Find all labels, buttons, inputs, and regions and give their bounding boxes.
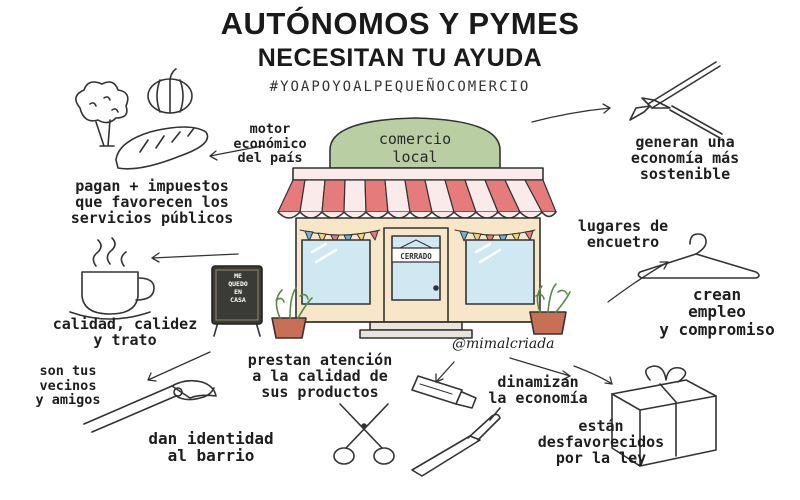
awning-stripes [277, 179, 557, 213]
caption-sostenible: generan una economía más sostenible [630, 133, 740, 184]
door-closed-sign [391, 247, 441, 263]
artist-signature: @mimalcriada [452, 336, 555, 352]
brushes-icon [629, 61, 723, 139]
caption-desfavorecidos: están desfavorecidos por la ley [537, 417, 665, 468]
shop-sign-board [329, 117, 501, 169]
door-glass [391, 235, 441, 301]
razor-icon [411, 407, 501, 477]
bread-icon [115, 126, 209, 170]
shop-step-2 [359, 329, 473, 339]
chalkboard-sign [211, 265, 263, 325]
door-closed-text: CERRADO [400, 252, 432, 261]
shop-step-1 [369, 321, 463, 331]
caption-vecinos: son tus vecinos y amigos [35, 363, 101, 409]
caption-encuentro: lugares de encuetro [577, 217, 669, 252]
hashtag: #YOAPOYOALPEQUEÑOCOMERCIO [269, 79, 531, 95]
caption-identidad: dan identidad al barrio [148, 429, 274, 466]
pliers-icon [83, 379, 217, 433]
hanger-icon [637, 233, 760, 279]
caption-dinamizan: dinamizan la economía [488, 373, 588, 408]
chalkboard-text: ME QUEDO EN CASA [228, 272, 248, 305]
shop-sign-text: comercio local [378, 130, 452, 166]
pumpkin-icon [147, 68, 193, 114]
gift-box-icon [611, 365, 717, 467]
coffee-cup-icon [69, 237, 155, 320]
awning-band [292, 167, 544, 181]
caption-motor: motor económico del país [233, 121, 307, 167]
awning-scallops [277, 211, 557, 219]
caption-impuestos: pagan + impuestos que favorecen los serv… [70, 177, 234, 228]
broccoli-icon [75, 81, 129, 147]
scissors-icon [333, 403, 395, 465]
plant-pot-icon-left [271, 317, 307, 339]
cream-tube-icon [411, 375, 477, 409]
arrows [147, 103, 669, 385]
title-line-2: NECESITAN TU AYUDA [257, 44, 543, 72]
caption-calidez: calidad, calidez y trato [52, 315, 198, 350]
title-line-1: AUTÓNOMOS Y PYMES [220, 6, 580, 41]
caption-atencion: prestan atención a la calidad de sus pro… [247, 351, 393, 402]
plant-pot-icon-right [529, 311, 567, 335]
caption-empleo: crean empleo y compromiso [659, 285, 775, 339]
shop-illustration [211, 117, 571, 339]
